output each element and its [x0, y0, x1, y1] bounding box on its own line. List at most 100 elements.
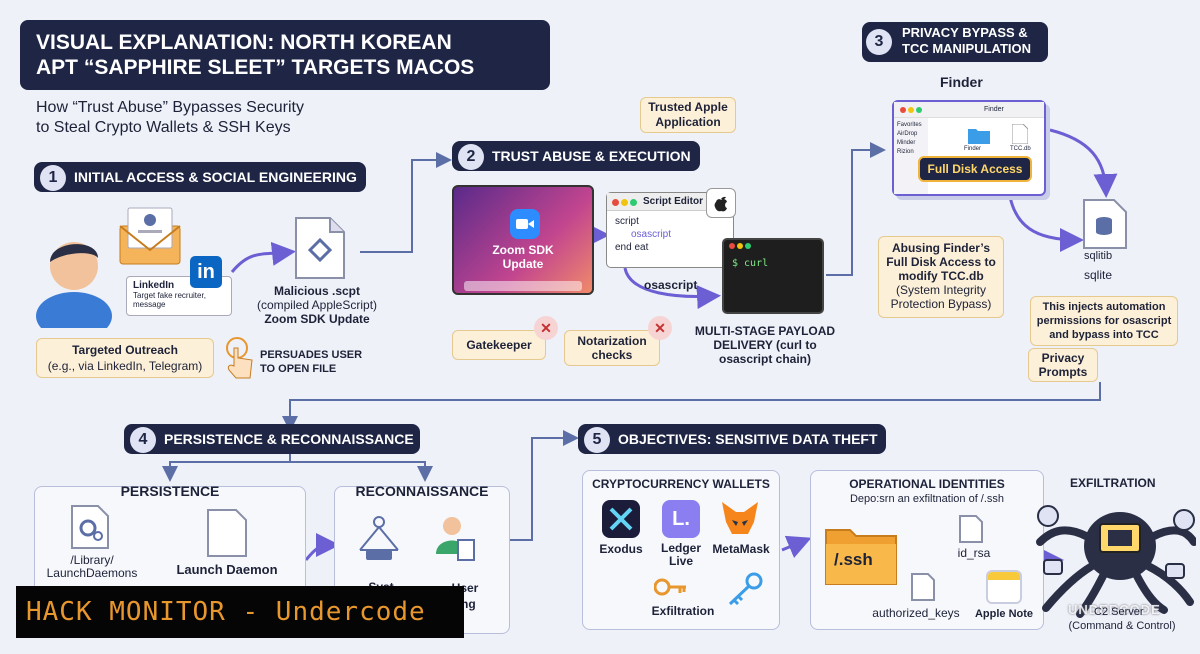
- window-max-dot[interactable]: [630, 199, 637, 206]
- persuade-line-2: TO OPEN FILE: [260, 363, 337, 375]
- apple-logo-icon: [706, 188, 736, 218]
- step1-title: INITIAL ACCESS & SOCIAL ENGINEERING: [74, 169, 357, 185]
- undercode-watermark-right: UNDERCODE: [1068, 602, 1161, 617]
- osascript-label: osascript: [644, 278, 698, 292]
- step1-number: 1: [40, 165, 66, 191]
- step3-title-line-1: PRIVACY BYPASS &: [902, 25, 1028, 40]
- step4-header: 4 PERSISTENCE & RECONNAISSANCE: [124, 424, 420, 454]
- title-box: VISUAL EXPLANATION: NORTH KOREAN APT “SA…: [20, 20, 550, 90]
- payload-label: MULTI-STAGE PAYLOAD DELIVERY (curl to os…: [690, 324, 840, 366]
- zoom-line-1: Zoom SDK: [492, 243, 554, 257]
- network-device-icon: [359, 516, 399, 560]
- targeted-outreach-box: Targeted Outreach (e.g., via LinkedIn, T…: [36, 338, 214, 378]
- trusted-apple-box: Trusted Apple Application: [640, 97, 736, 133]
- zoom-camera-icon: [510, 209, 540, 239]
- finder-sidebar-item[interactable]: Rizion: [897, 149, 914, 155]
- gatekeeper-blocked-icon: ✕: [534, 316, 558, 340]
- sqlite-label: sqlite: [1084, 268, 1113, 282]
- privacy-line-1: Privacy: [1041, 351, 1085, 365]
- finder-min-dot[interactable]: [908, 107, 914, 113]
- ledger-line-2: Live: [668, 554, 693, 568]
- persuade-line-1: PERSUADES USER: [260, 349, 363, 361]
- sqlite-file-label: sqlitib: [1084, 250, 1113, 262]
- metamask-fox-icon: [722, 502, 758, 534]
- subtitle-line-1: How “Trust Abuse” Bypasses Security: [36, 99, 304, 116]
- crypto-wallets-panel: CRYPTOCURRENCY WALLETS: [582, 470, 780, 630]
- window-min-dot[interactable]: [621, 199, 628, 206]
- zoom-line-2: Update: [502, 257, 544, 271]
- launch-daemon-file-icon: [207, 509, 247, 557]
- step2-number: 2: [458, 144, 484, 170]
- payload-line-1: MULTI-STAGE PAYLOAD: [694, 324, 836, 338]
- privacy-line-2: Prompts: [1038, 365, 1088, 379]
- terminal-window: $ curl: [722, 238, 824, 314]
- ssh-folder-icon: [825, 529, 897, 585]
- notarization-line-1: Notarization: [577, 334, 647, 348]
- step4-title: PERSISTENCE & RECONNAISSANCE: [164, 431, 414, 447]
- c2-server-octopus-icon: [1036, 505, 1196, 618]
- finder-close-dot[interactable]: [900, 107, 906, 113]
- payload-line-3: osascript chain): [718, 352, 812, 366]
- script-editor-title: Script Editor: [643, 196, 704, 207]
- terminal-max-dot[interactable]: [745, 243, 751, 249]
- linkedin-logo-icon: in: [190, 256, 222, 288]
- linkedin-message: Target fake recruiter, message: [133, 291, 206, 309]
- abuse-line-1: Abusing Finder’s: [891, 241, 990, 255]
- tap-hand-icon: [226, 337, 253, 379]
- code-line-2: osascript: [631, 229, 672, 240]
- folder-icon: [968, 129, 990, 144]
- malicious-line-3: Zoom SDK Update: [264, 312, 370, 326]
- apple-note-icon: [986, 570, 1022, 604]
- zoom-dock: [464, 281, 582, 291]
- c2-server-label: C2 Server: [1094, 606, 1144, 618]
- lib-line-2: LaunchDaemons: [46, 566, 138, 580]
- terminal-min-dot[interactable]: [737, 243, 743, 249]
- id-rsa-label: id_rsa: [957, 546, 991, 560]
- exodus-glyph-icon: [609, 507, 633, 531]
- ledger-icon: L.: [662, 500, 700, 538]
- full-disk-access-badge: Full Disk Access: [918, 156, 1032, 182]
- ops-title: OPERATIONAL IDENTITIES: [849, 477, 1005, 491]
- persistence-title: PERSISTENCE: [120, 483, 220, 499]
- step4-number: 4: [130, 427, 156, 453]
- script-editor-titlebar: Script Editor: [607, 193, 733, 211]
- tcc-db-file-icon: [1012, 124, 1028, 144]
- finder-sidebar-item[interactable]: Favorites: [897, 122, 922, 128]
- metamask-label: MetaMask: [712, 542, 770, 556]
- script-code: script osascript end eat: [607, 211, 733, 258]
- step3-header: 3 PRIVACY BYPASS & TCC MANIPULATION: [862, 22, 1048, 62]
- apple-note-label: Apple Note: [974, 608, 1034, 620]
- step3-title-line-2: TCC MANIPULATION: [902, 41, 1032, 56]
- linkedin-name: LinkedIn: [133, 280, 175, 291]
- notarization-blocked-icon: ✕: [648, 316, 672, 340]
- ledger-line-1: Ledger: [660, 541, 701, 555]
- title-line-2: APT “SAPPHIRE SLEET” TARGETS MACOS: [36, 56, 475, 79]
- subtitle-line-2: to Steal Crypto Wallets & SSH Keys: [36, 119, 291, 136]
- zoom-label: Zoom SDK Update: [454, 243, 592, 271]
- user-avatar-icon: [36, 242, 112, 328]
- finder-sidebar-item[interactable]: Minder: [897, 140, 916, 146]
- launch-daemon-label: Launch Daemon: [176, 562, 278, 577]
- notarization-line-2: checks: [591, 348, 633, 362]
- gear-file-icon: [71, 505, 109, 549]
- finder-file-2-label: TCC.db: [1010, 146, 1031, 152]
- authorized-keys-label: authorized_keys: [872, 606, 960, 620]
- envelope-icon: [119, 207, 181, 265]
- apple-glyph-icon: [714, 196, 727, 212]
- zoom-sdk-window: Zoom SDK Update: [452, 185, 594, 295]
- title-line-1: VISUAL EXPLANATION: NORTH KOREAN: [36, 31, 452, 54]
- abusing-finder-box: Abusing Finder’s Full Disk Access to mod…: [878, 236, 1004, 318]
- finder-max-dot[interactable]: [916, 107, 922, 113]
- finder-sidebar-item[interactable]: AirDrop: [897, 131, 918, 137]
- abuse-line-4: (System Integrity: [895, 283, 987, 297]
- terminal-command: $ curl: [732, 258, 769, 269]
- ssh-folder-label: /.ssh: [834, 550, 873, 569]
- step2-title: TRUST ABUSE & EXECUTION: [492, 148, 691, 164]
- inject-line-1: This injects automation: [1042, 301, 1166, 313]
- window-close-dot[interactable]: [612, 199, 619, 206]
- key-gold-icon: [654, 578, 686, 596]
- terminal-close-dot[interactable]: [729, 243, 735, 249]
- step3-number: 3: [866, 29, 892, 55]
- inject-line-3: and bypass into TCC: [1049, 329, 1159, 341]
- id-rsa-file-icon: [959, 515, 983, 543]
